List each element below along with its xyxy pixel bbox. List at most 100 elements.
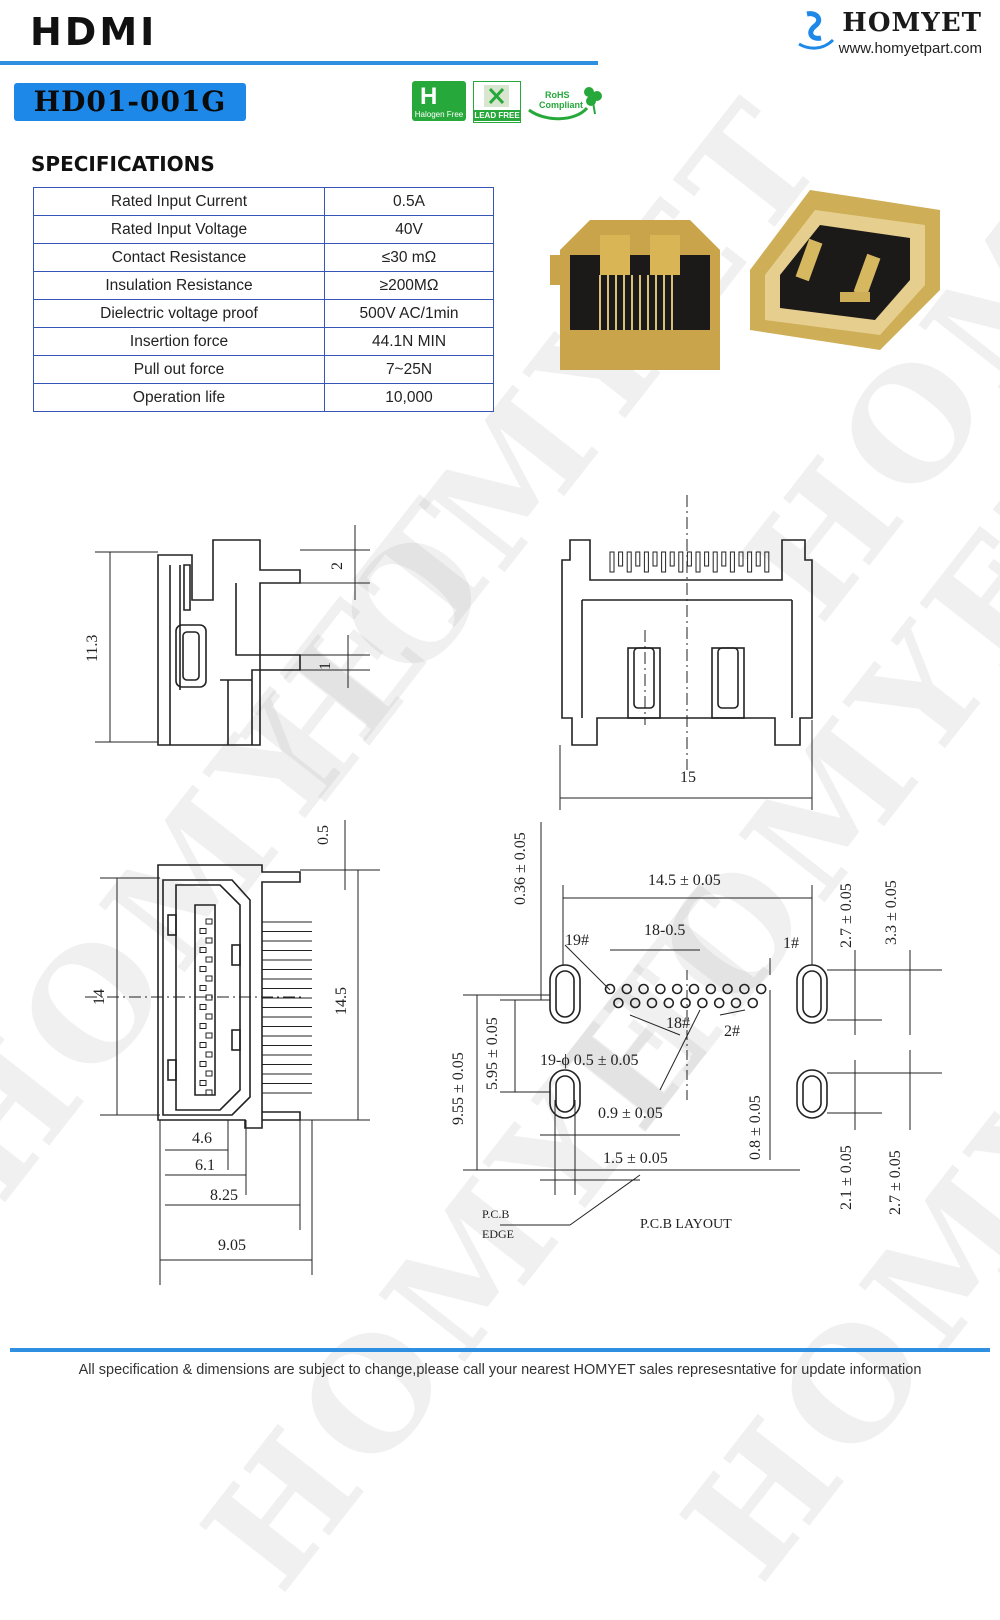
pad-hole <box>688 983 700 995</box>
header-divider <box>0 61 598 65</box>
dim-side-height: 11.3 <box>84 635 101 662</box>
dim-145: 14.5 ± 0.05 <box>648 872 721 889</box>
pcb-pad-holes <box>604 983 767 1009</box>
dim-27a: 2.7 ± 0.05 <box>838 883 855 948</box>
pad-hole <box>655 983 666 995</box>
dim-bottom-offset: 0.5 <box>315 825 332 845</box>
dim-side-top: 2 <box>329 562 346 570</box>
contact-pad <box>205 1051 213 1058</box>
pad-hole <box>747 997 759 1009</box>
pad-hole <box>604 983 616 995</box>
contact-pin <box>643 551 649 573</box>
contact-pad <box>199 966 207 972</box>
halogen-free-badge: H Halogen Free <box>412 81 466 121</box>
contact-pad <box>199 1080 207 1086</box>
contact-pin <box>661 551 667 573</box>
halogen-free-icon: H <box>420 83 438 110</box>
pad-hole <box>730 997 742 1009</box>
spec-value: 44.1N MIN <box>324 327 494 356</box>
spec-row: Contact Resistance≤30 mΩ <box>33 243 494 272</box>
contact-pad <box>205 1089 213 1096</box>
dim-bottom-height: 14 <box>91 989 108 1005</box>
dim-33: 3.3 ± 0.05 <box>883 880 900 945</box>
pad-hole <box>638 983 649 995</box>
connector-front-view <box>750 190 940 350</box>
pad-hole <box>705 983 717 995</box>
spec-row: Insulation Resistance≥200MΩ <box>33 271 494 300</box>
contact-pad <box>199 1004 207 1010</box>
contact-pad <box>199 1061 207 1067</box>
contact-pad <box>199 947 207 953</box>
spec-label: Insertion force <box>33 327 325 356</box>
contact-pin <box>618 551 624 567</box>
pad-hole <box>646 997 658 1009</box>
side-view-dimensions <box>95 525 370 743</box>
halogen-free-label: Halogen Free <box>414 110 464 119</box>
pin-2-label: 2# <box>724 1023 740 1040</box>
dim-09: 0.9 ± 0.05 <box>598 1105 663 1122</box>
pad-hole <box>722 983 733 995</box>
rohs-label: RoHS <box>545 90 570 100</box>
contact-pin <box>635 551 641 567</box>
dim-bottom-span: 14.5 <box>333 987 350 1015</box>
contact-pin <box>695 551 701 573</box>
pcb-layout-dimensions <box>463 822 942 1226</box>
brand-url: www.homyetpart.com <box>838 40 982 57</box>
pcb-label: P.C.B <box>482 1207 509 1221</box>
contact-pin <box>652 551 658 567</box>
spec-label: Rated Input Current <box>33 187 325 216</box>
contact-pin <box>764 551 770 573</box>
dim-955: 9.55 ± 0.05 <box>450 1052 467 1125</box>
contact-pad <box>205 956 213 963</box>
pin-1-label: 1# <box>783 935 799 952</box>
contact-pad <box>199 985 207 991</box>
spec-value: 7~25N <box>324 355 494 384</box>
pad-hole <box>739 983 750 995</box>
front-view-pin-comb <box>609 551 770 573</box>
contact-pad <box>199 928 207 934</box>
contact-pin <box>686 551 692 567</box>
pad-hole <box>621 983 633 995</box>
spec-label: Insulation Resistance <box>33 271 325 300</box>
contact-pad <box>205 1070 213 1077</box>
lead-free-icon <box>484 85 509 107</box>
homyet-logo-icon <box>797 11 834 50</box>
spec-label: Operation life <box>33 383 325 412</box>
contact-pin <box>747 551 753 573</box>
spec-label: Pull out force <box>33 355 325 384</box>
contact-pin <box>609 551 615 573</box>
specifications-heading: SPECIFICATIONS <box>31 152 215 176</box>
dim-bottom-w2: 6.1 <box>195 1157 215 1174</box>
pad-hole <box>697 997 708 1009</box>
pad-hole <box>629 997 641 1009</box>
product-category-title: HDMI <box>30 10 158 54</box>
side-view-drawing <box>157 539 301 746</box>
dim-front-width: 15 <box>680 769 696 786</box>
contact-pin <box>712 551 718 573</box>
contact-pin <box>678 551 684 573</box>
pad-hole <box>663 997 675 1009</box>
spec-label: Dielectric voltage proof <box>33 299 325 328</box>
connector-rear-view <box>550 220 720 370</box>
spec-label: Rated Input Voltage <box>33 215 325 244</box>
contact-pin <box>738 551 744 567</box>
contact-pin <box>626 551 632 573</box>
lead-free-label: LEAD FREE <box>474 110 520 121</box>
brand-block: HOMYET www.homyetpart.com <box>797 8 982 57</box>
dim-bottom-w4: 9.05 <box>218 1237 246 1254</box>
dim-pitch: 18-0.5 <box>644 922 685 939</box>
contact-pad <box>205 975 213 982</box>
front-view-centerline <box>644 495 688 770</box>
spec-value: 500V AC/1min <box>324 299 494 328</box>
contact-pad <box>205 937 213 944</box>
pin-18-label: 18# <box>666 1015 690 1032</box>
dim-holes: 19-ϕ 0.5 ± 0.05 <box>540 1052 639 1069</box>
pad-hole <box>613 997 624 1009</box>
contact-pin <box>721 551 727 567</box>
contact-pin <box>729 551 735 573</box>
